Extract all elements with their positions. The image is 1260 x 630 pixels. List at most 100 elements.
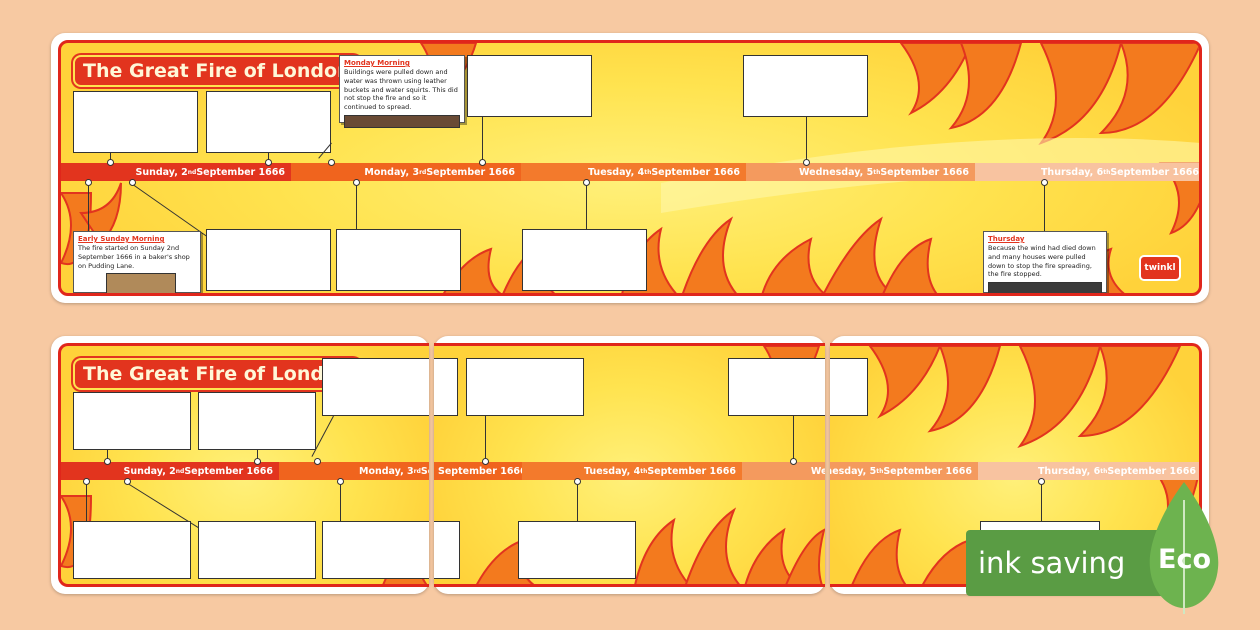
empty-box (336, 229, 461, 291)
day-label: Monday, 3 (364, 166, 420, 178)
timeline-dot (583, 179, 590, 186)
empty-box (522, 229, 647, 291)
empty-box (830, 358, 868, 416)
empty-box (434, 358, 458, 416)
timeline-dot (107, 159, 114, 166)
timeline-dot (104, 458, 111, 465)
empty-box (322, 521, 429, 579)
day-monday: Monday, 3rd September 1666 (279, 462, 429, 480)
empty-box (467, 55, 592, 117)
day-label: Wednesday, 5 (799, 166, 874, 178)
note-text: Because the wind had died down and many … (988, 244, 1096, 279)
timeline-dot (83, 478, 90, 485)
empty-box (198, 392, 316, 450)
connector (485, 416, 486, 462)
timeline-dot (314, 458, 321, 465)
empty-box (466, 358, 584, 416)
note-text: Buildings were pulled down and water was… (344, 68, 458, 112)
timeline-dot (254, 458, 261, 465)
timeline-dot (124, 478, 131, 485)
connector (586, 186, 587, 229)
empty-box (206, 91, 331, 153)
connector (88, 186, 89, 231)
day-label: Thursday, 6 (1040, 166, 1104, 178)
timeline-dot (574, 478, 581, 485)
empty-box (206, 229, 331, 291)
connector (110, 153, 111, 163)
connector (107, 450, 108, 462)
empty-box (198, 521, 316, 579)
timeline-dot (803, 159, 810, 166)
timeline-dot (1038, 478, 1045, 485)
connector (1041, 485, 1042, 521)
empty-box (728, 358, 825, 416)
empty-box (743, 55, 868, 117)
connector (268, 153, 269, 163)
ink-saving-label: ink saving (978, 546, 1126, 580)
day-label: Thursday, 6 (1037, 465, 1101, 477)
day-wednesday: Wednesday, 5th September 1666 (830, 462, 978, 480)
connector (356, 186, 357, 229)
day-label: Wednesday, 5 (810, 465, 825, 477)
day-label: Tuesday, 4 (584, 465, 641, 477)
empty-box (73, 91, 198, 153)
connector (793, 416, 794, 462)
timeline-dot (337, 478, 344, 485)
full-banner-card: The Great Fire of London Monday Morning … (51, 33, 1209, 303)
day-monday: September 1666 (434, 462, 522, 480)
connector (1044, 186, 1045, 231)
timeline-dot (482, 458, 489, 465)
sunday-note: Early Sunday Morning The fire started on… (73, 231, 201, 293)
note-image (988, 282, 1102, 293)
timeline-dot (129, 179, 136, 186)
day-label: Sunday, 2 (123, 465, 176, 477)
note-image (106, 273, 176, 293)
empty-box (322, 358, 429, 416)
thursday-note: Thursday Because the wind had died down … (983, 231, 1107, 293)
timeline-dot (1041, 179, 1048, 186)
day-label: September 1666 (438, 465, 522, 477)
eco-label: Eco (1158, 544, 1211, 575)
page-title: The Great Fire of London (73, 358, 361, 390)
timeline-dot (265, 159, 272, 166)
empty-box (73, 521, 191, 579)
day-label: Sunday, 2 (135, 166, 188, 178)
page-title: The Great Fire of London (73, 55, 361, 87)
note-heading: Early Sunday Morning (78, 235, 165, 243)
twinkl-logo: twinkl (1139, 255, 1181, 281)
timeline-bar: Wednesday, 5th September 1666 Thursday, … (830, 462, 1199, 480)
note-text: The fire started on Sunday 2nd September… (78, 244, 190, 270)
day-wednesday: Wednesday, 5 (742, 462, 825, 480)
connector (340, 485, 341, 521)
empty-box (73, 392, 191, 450)
timeline-dot (85, 179, 92, 186)
connector (86, 485, 87, 521)
full-banner: The Great Fire of London Monday Morning … (58, 40, 1202, 296)
timeline-dot (479, 159, 486, 166)
note-heading: Monday Morning (344, 59, 410, 67)
timeline-dot (328, 159, 335, 166)
note-image (344, 114, 460, 128)
day-label: Wednesday, 5 (830, 465, 877, 477)
day-label: Tuesday, 4 (588, 166, 645, 178)
note-heading: Thursday (988, 235, 1025, 243)
empty-box (434, 521, 460, 579)
connector (806, 117, 807, 163)
monday-note: Monday Morning Buildings were pulled dow… (339, 55, 465, 128)
timeline-dot (353, 179, 360, 186)
leaf-icon (1149, 482, 1219, 614)
connector (482, 117, 483, 163)
